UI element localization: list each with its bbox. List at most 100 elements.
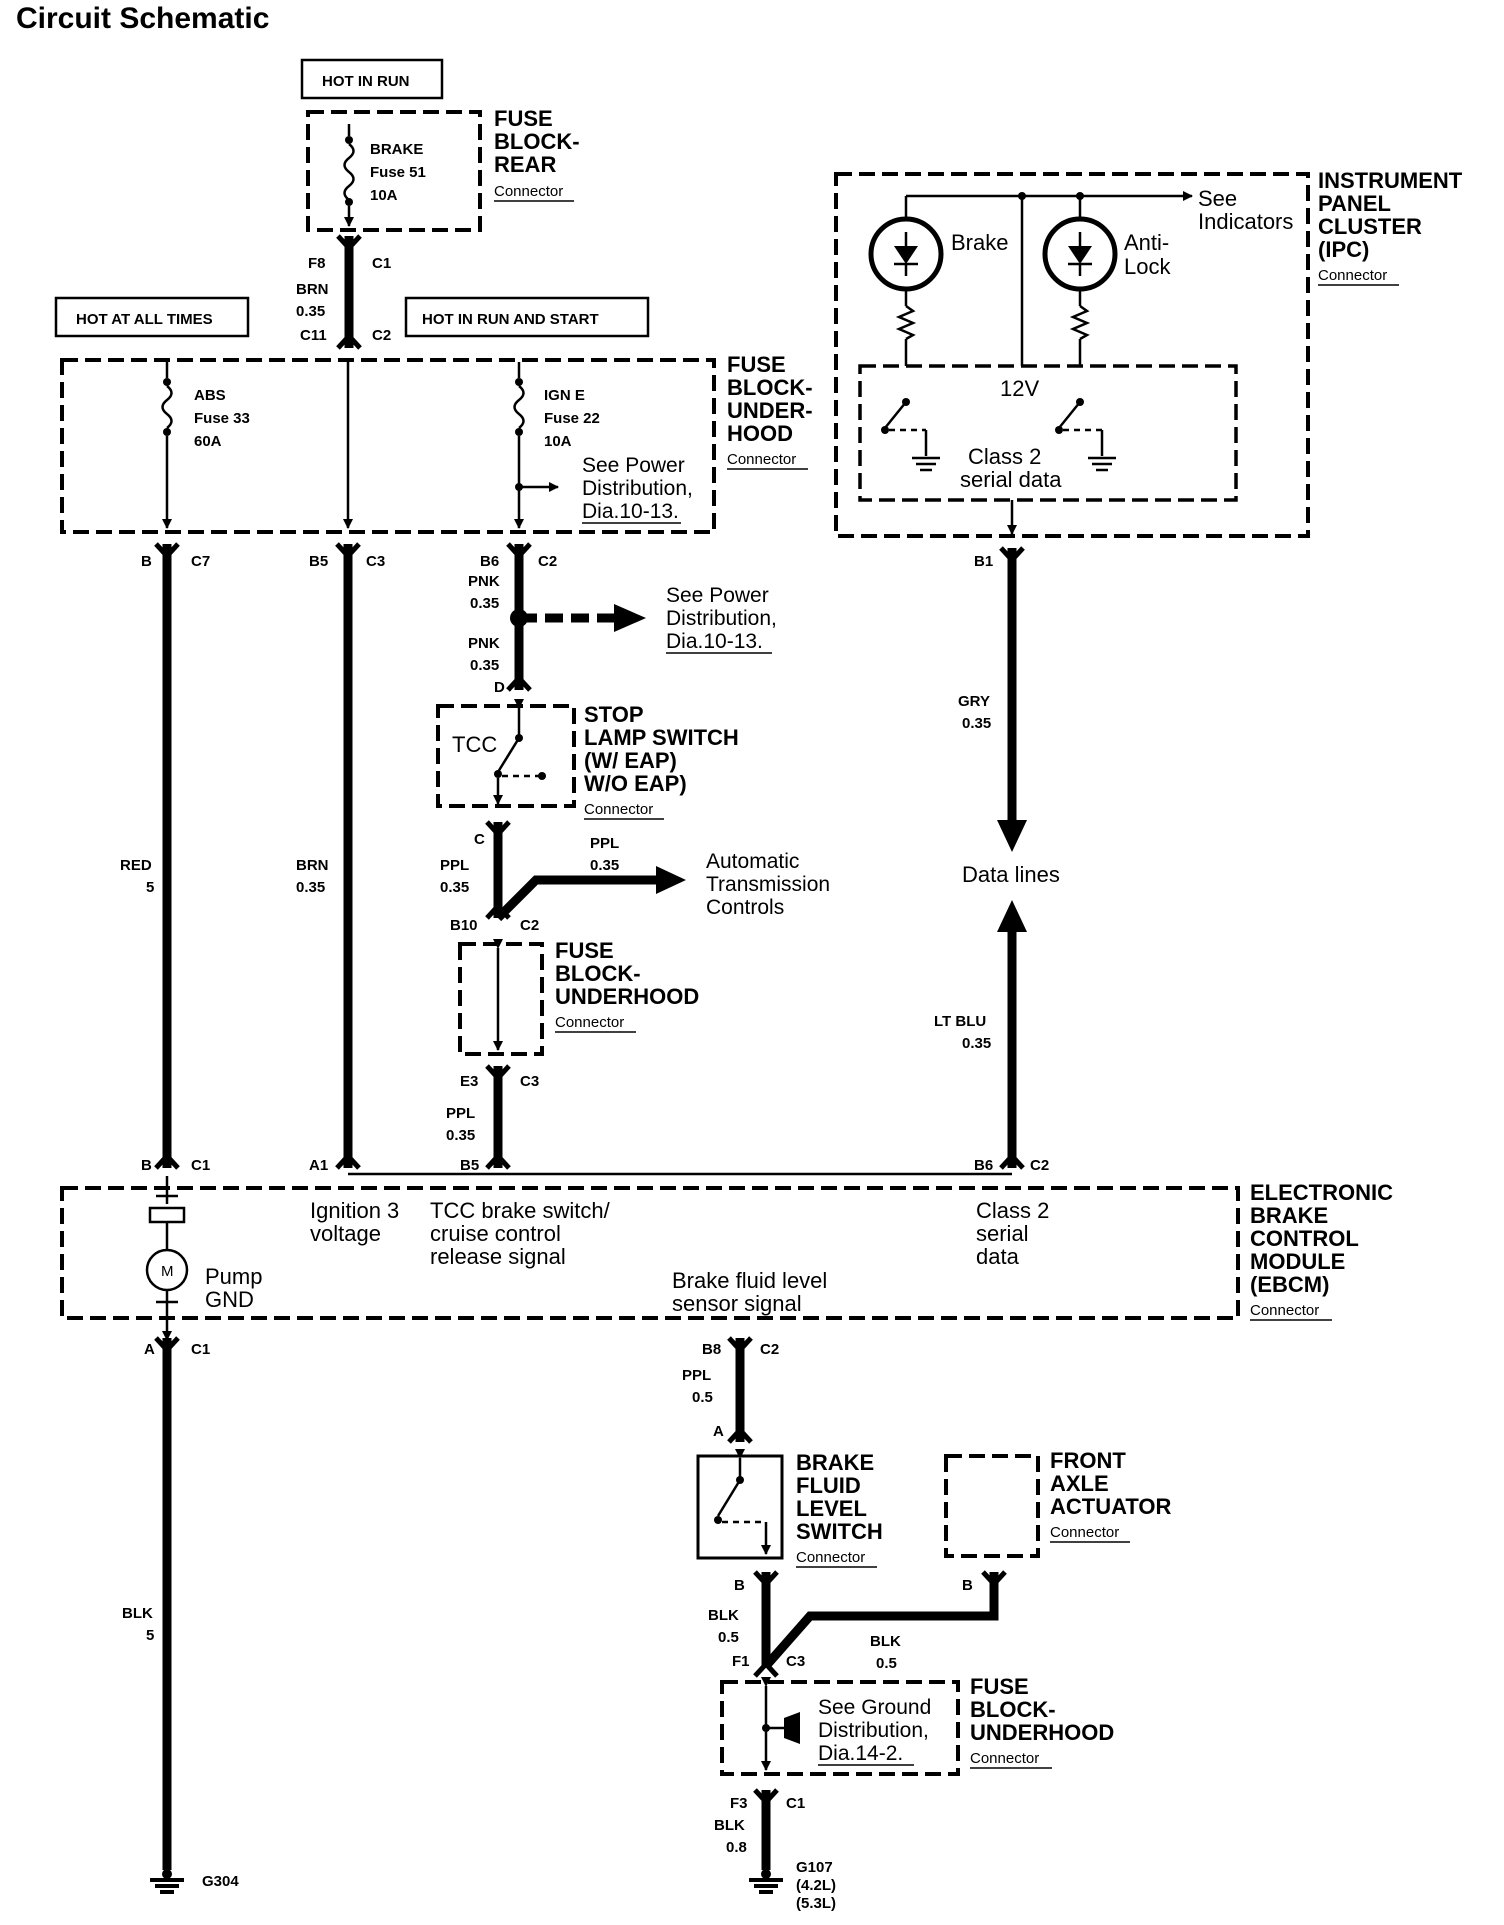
svg-text:C11: C11 [300, 327, 327, 344]
svg-text:C3: C3 [786, 1653, 805, 1670]
hot-in-run-and-start-label: HOT IN RUN AND START [404, 296, 650, 338]
svg-text:Connector: Connector [1250, 1302, 1319, 1319]
svg-text:12V: 12V [1000, 376, 1039, 401]
svg-text:See Ground: See Ground [818, 1696, 931, 1719]
svg-text:HOT AT ALL TIMES: HOT AT ALL TIMES [76, 311, 213, 328]
blk-5-wire: A C1 BLK 5 [122, 1336, 210, 1870]
tcc-signal-label: TCC brake switch/ cruise control release… [430, 1198, 611, 1269]
svg-text:BRAKE: BRAKE [370, 141, 423, 158]
svg-text:60A: 60A [194, 433, 222, 450]
svg-text:C2: C2 [372, 327, 391, 344]
red-wire: B C7 RED 5 B C1 [120, 542, 210, 1174]
svg-text:Connector: Connector [1318, 267, 1387, 284]
svg-text:SWITCH: SWITCH [796, 1519, 883, 1544]
svg-text:Distribution,: Distribution, [666, 607, 777, 630]
svg-text:CLUSTER: CLUSTER [1318, 214, 1422, 239]
svg-text:B6: B6 [974, 1157, 993, 1174]
svg-text:FUSE: FUSE [494, 106, 553, 131]
svg-text:AXLE: AXLE [1050, 1471, 1109, 1496]
brake-fluid-level-signal-label: Brake fluid level sensor signal [672, 1268, 827, 1316]
brn-wire: B5 C3 BRN 0.35 A1 [296, 542, 385, 1174]
fuse-block-rear-box [306, 110, 482, 232]
svg-text:BRAKE: BRAKE [1250, 1203, 1328, 1228]
svg-text:PPL: PPL [440, 857, 469, 874]
pnk-wire: B6 C2 PNK 0.35 PNK 0.35 D [468, 542, 646, 696]
ltblu-data-wire: LT BLU 0.35 B6 C2 [934, 900, 1049, 1174]
ppl-05-wire: B8 C2 PPL 0.5 A [682, 1336, 779, 1444]
svg-text:Connector: Connector [970, 1750, 1039, 1767]
page-title: Circuit Schematic [16, 2, 270, 35]
svg-text:G107: G107 [796, 1859, 833, 1876]
svg-text:IGN E: IGN E [544, 387, 585, 404]
svg-text:FUSE: FUSE [555, 938, 614, 963]
see-power-distribution-2: See Power Distribution, Dia.10-13. [666, 584, 777, 654]
svg-text:B: B [141, 553, 152, 570]
svg-text:C2: C2 [760, 1341, 779, 1358]
svg-text:5: 5 [146, 1627, 154, 1644]
svg-text:D: D [494, 679, 505, 696]
svg-text:BRAKE: BRAKE [796, 1450, 874, 1475]
front-axle-actuator-label: FRONT AXLE ACTUATOR Connector [1050, 1448, 1172, 1543]
ground-g304-icon: G304 [150, 1869, 239, 1894]
svg-text:ELECTRONIC: ELECTRONIC [1250, 1180, 1393, 1205]
svg-text:0.35: 0.35 [590, 857, 619, 874]
gry-data-wire: B1 GRY 0.35 [958, 546, 1027, 852]
svg-text:0.35: 0.35 [446, 1127, 475, 1144]
svg-text:INSTRUMENT: INSTRUMENT [1318, 168, 1463, 193]
svg-text:E3: E3 [460, 1073, 478, 1090]
svg-text:LT BLU: LT BLU [934, 1013, 986, 1030]
svg-text:PPL: PPL [446, 1105, 475, 1122]
svg-text:BLK: BLK [708, 1607, 739, 1624]
svg-text:B: B [141, 1157, 152, 1174]
hot-at-all-times-label: HOT AT ALL TIMES [54, 296, 250, 338]
blk-08-wire: F3 C1 BLK 0.8 [714, 1788, 805, 1870]
svg-text:BLK: BLK [870, 1633, 901, 1650]
svg-text:Class 2: Class 2 [968, 444, 1041, 469]
svg-text:0.35: 0.35 [470, 595, 499, 612]
see-ground-distribution: See Ground Distribution, Dia.14-2. [818, 1696, 931, 1766]
svg-text:BLOCK-: BLOCK- [555, 961, 641, 986]
svg-text:sensor signal: sensor signal [672, 1291, 802, 1316]
svg-text:ABS: ABS [194, 387, 226, 404]
svg-text:B5: B5 [460, 1157, 479, 1174]
svg-text:B: B [962, 1577, 973, 1594]
ground-g107-icon: G107 (4.2L) (5.3L) [749, 1859, 836, 1912]
front-axle-actuator-box [944, 1454, 1040, 1558]
brake-fluid-level-switch [714, 1449, 771, 1555]
svg-text:UNDERHOOD: UNDERHOOD [555, 984, 699, 1009]
fuse-block-rear-label: FUSE BLOCK- REAR Connector [494, 106, 580, 202]
svg-text:LAMP SWITCH: LAMP SWITCH [584, 725, 739, 750]
svg-text:ACTUATOR: ACTUATOR [1050, 1494, 1172, 1519]
svg-text:Brake: Brake [951, 230, 1008, 255]
svg-text:C1: C1 [191, 1341, 210, 1358]
svg-text:5: 5 [146, 879, 154, 896]
pump-motor: M [145, 1176, 189, 1341]
svg-text:Lock: Lock [1124, 254, 1171, 279]
brake-indicator-icon [868, 216, 944, 292]
abs-fuse-33: ABS Fuse 33 60A [161, 362, 250, 529]
fuse-block-underhood-3-label: FUSE BLOCK- UNDERHOOD Connector [970, 1674, 1114, 1769]
svg-text:TCC brake switch/: TCC brake switch/ [430, 1198, 611, 1223]
svg-text:B: B [734, 1577, 745, 1594]
svg-text:Anti-: Anti- [1124, 230, 1169, 255]
svg-text:BLOCK-: BLOCK- [970, 1697, 1056, 1722]
svg-text:B6: B6 [480, 553, 499, 570]
svg-text:(4.2L): (4.2L) [796, 1877, 836, 1894]
svg-text:BLOCK-: BLOCK- [494, 129, 580, 154]
svg-text:C3: C3 [366, 553, 385, 570]
svg-text:PNK: PNK [468, 573, 500, 590]
svg-text:Connector: Connector [584, 801, 653, 818]
svg-text:Dia.14-2.: Dia.14-2. [818, 1742, 903, 1765]
svg-text:GRY: GRY [958, 693, 990, 710]
svg-text:10A: 10A [370, 187, 398, 204]
svg-text:PPL: PPL [590, 835, 619, 852]
svg-text:0.35: 0.35 [470, 657, 499, 674]
svg-text:UNDERHOOD: UNDERHOOD [970, 1720, 1114, 1745]
svg-text:A: A [144, 1341, 155, 1358]
svg-text:FUSE: FUSE [727, 352, 786, 377]
svg-text:A: A [713, 1423, 724, 1440]
svg-text:HOT IN RUN AND START: HOT IN RUN AND START [422, 311, 599, 328]
svg-text:Indicators: Indicators [1198, 209, 1293, 234]
svg-text:Dia.10-13.: Dia.10-13. [582, 500, 679, 523]
